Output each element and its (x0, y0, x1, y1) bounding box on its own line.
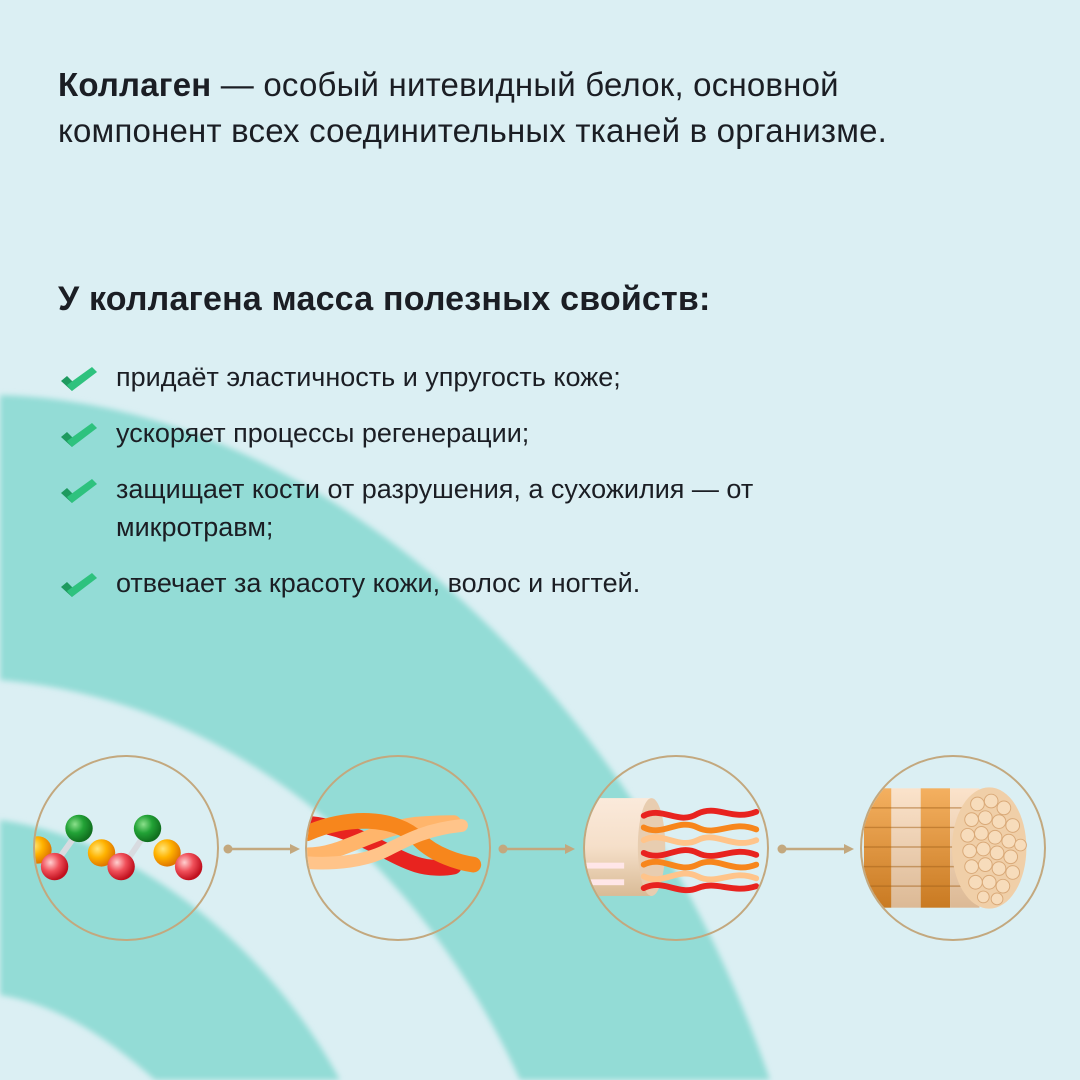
amino-acid-chain-icon (35, 814, 203, 881)
benefits-heading: У коллагена масса полезных свойств: (58, 280, 711, 318)
benefit-text: защищает кости от разрушения, а сухожили… (116, 474, 754, 542)
stage-triple-helix (305, 755, 491, 941)
benefit-text: придаёт эластичность и упругость коже; (116, 362, 621, 392)
arrow-icon (223, 844, 300, 854)
benefits-list: придаёт эластичность и упругость коже; у… (58, 358, 878, 620)
intro-definition: — особый нитевидный белок, основной комп… (58, 66, 888, 149)
stage-amino-acids (33, 755, 219, 941)
benefit-item: защищает кости от разрушения, а сухожили… (58, 470, 878, 546)
collagen-formation-stages (0, 755, 1080, 945)
stage-fiber-bundle (860, 755, 1046, 941)
intro-paragraph: Коллаген — особый нитевидный белок, осно… (58, 62, 958, 154)
fibril-icon (585, 798, 760, 896)
benefit-item: ускоряет процессы регенерации; (58, 414, 878, 452)
benefit-text: ускоряет процессы регенерации; (116, 418, 530, 448)
check-icon (61, 367, 97, 391)
fiber-bundle-icon (863, 787, 1027, 909)
check-icon (61, 573, 97, 597)
check-icon (61, 423, 97, 447)
arrow-icon (777, 844, 854, 854)
arrow-icon (498, 844, 575, 854)
intro-term: Коллаген (58, 66, 212, 103)
triple-helix-icon (307, 813, 482, 876)
benefit-item: отвечает за красоту кожи, волос и ногтей… (58, 564, 878, 602)
check-icon (61, 479, 97, 503)
stage-fibril (583, 755, 769, 941)
benefit-item: придаёт эластичность и упругость коже; (58, 358, 878, 396)
benefit-text: отвечает за красоту кожи, волос и ногтей… (116, 568, 641, 598)
